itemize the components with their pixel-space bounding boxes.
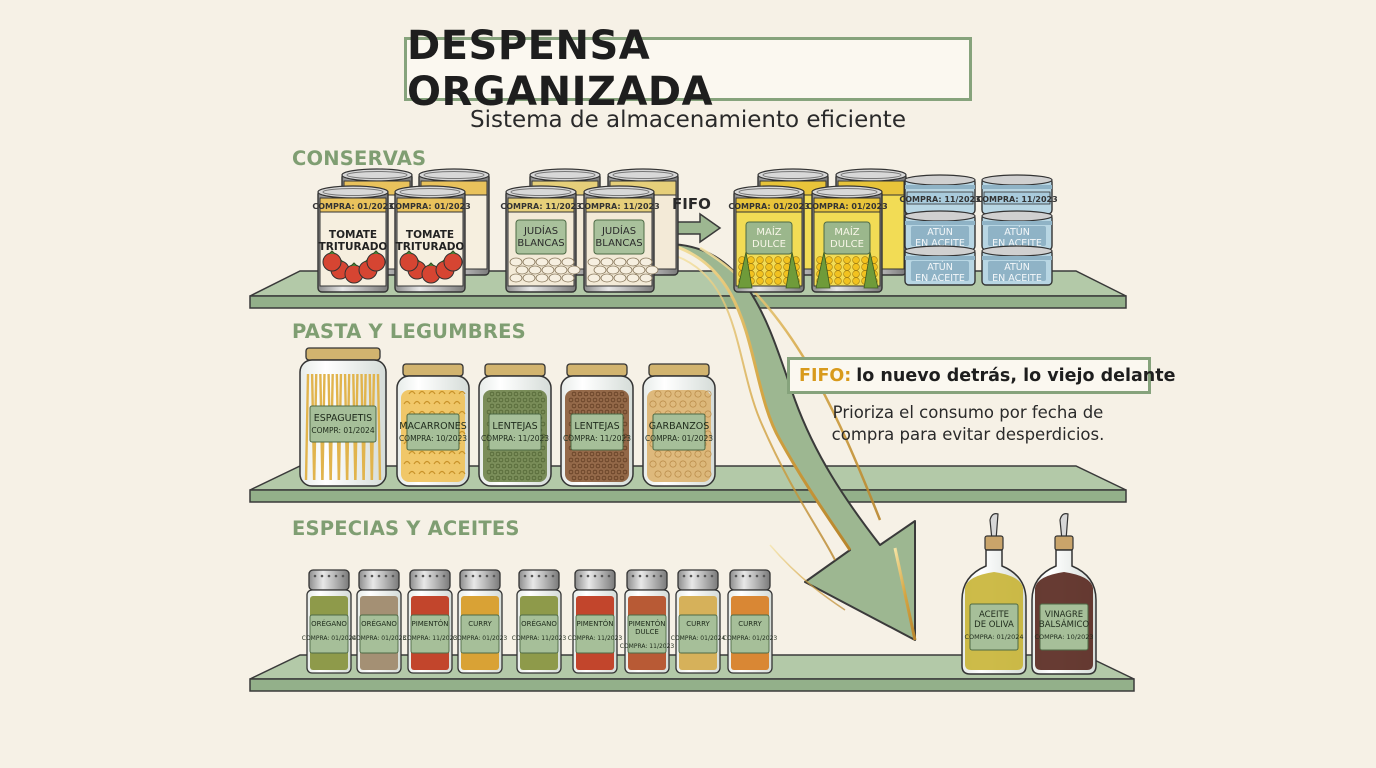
spice-product-label: ORÉGANO bbox=[311, 619, 347, 628]
spice-jar: ORÉGANO COMPRA: 01/2024 bbox=[302, 569, 357, 674]
spice-purchase-date: COMPRA: 11/2023 bbox=[512, 635, 567, 642]
fifo-callout-prefix: FIFO: bbox=[799, 365, 852, 386]
jar-purchase-date: COMPRA: 11/2023 bbox=[481, 434, 549, 443]
spice-product-label: CURRY bbox=[738, 620, 762, 628]
jar-purchase-date: COMPRA: 11/2023 bbox=[563, 434, 631, 443]
jar: LENTEJAS COMPRA: 11/2023 bbox=[560, 363, 634, 487]
jar-purchase-date: COMPR: 01/2024 bbox=[311, 426, 374, 435]
can-purchase-date: COMPRA: 01/2023 bbox=[389, 202, 470, 211]
jar-product-label: GARBANZOS bbox=[649, 421, 710, 432]
fifo-callout-text: lo nuevo detrás, lo viejo delante bbox=[856, 365, 1176, 386]
jar-product-label: MACARRONES bbox=[399, 421, 466, 432]
jar-product-label: LENTEJAS bbox=[492, 421, 537, 432]
fifo-callout: FIFO: lo nuevo detrás, lo viejo delante bbox=[787, 357, 1175, 394]
spice-product-label: ORÉGANO bbox=[361, 619, 397, 628]
can-purchase-date: COMPRA: 01/2023 bbox=[806, 202, 887, 211]
fifo-description-line: compra para evitar desperdicios. bbox=[831, 425, 1105, 444]
fifo-description-line: Prioriza el consumo por fecha de bbox=[832, 403, 1104, 422]
spice-product-label: CURRY bbox=[468, 620, 492, 628]
spice-product-label: PIMENTÓN bbox=[576, 619, 613, 628]
can-purchase-date: COMPRA: 11/2023 bbox=[578, 202, 659, 211]
shelf-front bbox=[249, 489, 1127, 503]
spice-purchase-date: COMPRA: 11/2023 bbox=[568, 635, 623, 642]
spice-jar: PIMENTÓN COMPRA: 11/2023 bbox=[568, 569, 623, 674]
jar-product-label: LENTEJAS bbox=[574, 421, 619, 432]
jar: GARBANZOS COMPRA: 01/2023 bbox=[642, 363, 716, 487]
section-heading-conservas: CONSERVAS bbox=[292, 147, 427, 170]
jar: MACARRONES COMPRA: 10/2023 bbox=[396, 363, 470, 487]
spice-jar: CURRY COMPRA: 01/2023 bbox=[453, 569, 508, 674]
section-heading-pasta: PASTA Y LEGUMBRES bbox=[292, 320, 526, 343]
spice-jar: CURRY COMPRA: 01/2024 bbox=[671, 569, 726, 674]
jar: LENTEJAS COMPRA: 11/2023 bbox=[478, 363, 552, 487]
spice-purchase-date: COMPRA: 11/2023 bbox=[620, 643, 675, 650]
spice-jar: CURRY COMPRA: 01/2023 bbox=[723, 569, 778, 674]
jar: ESPAGUETIS COMPR: 01/2024 bbox=[299, 347, 387, 487]
jar-purchase-date: COMPRA: 01/2023 bbox=[645, 434, 713, 443]
can-purchase-date: COMPRA: 11/2023 bbox=[500, 202, 581, 211]
page-title: DESPENSA ORGANIZADA bbox=[407, 23, 714, 115]
spice-product-label: ORÉGANO bbox=[521, 619, 557, 628]
shelf-front bbox=[249, 295, 1127, 309]
spice-purchase-date: COMPRA: 11/2023 bbox=[403, 635, 458, 642]
can-purchase-date: COMPRA: 01/2023 bbox=[312, 202, 393, 211]
jar-product-label: ESPAGUETIS bbox=[314, 413, 372, 424]
spice-purchase-date: COMPRA: 01/2023 bbox=[723, 635, 778, 642]
fifo-arrow-label: FIFO bbox=[672, 195, 711, 213]
spice-product-label: CURRY bbox=[686, 620, 710, 628]
section-heading-especias: ESPECIAS Y ACEITES bbox=[292, 517, 520, 540]
spice-jar: PIMENTÓN COMPRA: 11/2023 bbox=[403, 569, 458, 674]
spice-jar: ORÉGANO COMPRA: 11/2023 bbox=[512, 569, 567, 674]
spice-purchase-date: COMPRA: 01/2023 bbox=[352, 635, 407, 642]
page-subtitle: Sistema de almacenamiento eficiente bbox=[470, 107, 906, 133]
jar-purchase-date: COMPRA: 10/2023 bbox=[399, 434, 467, 443]
bottle-purchase-date: COMPRA: 10/2023 bbox=[1034, 633, 1093, 641]
bottle-purchase-date: COMPRA: 01/2024 bbox=[964, 633, 1023, 641]
shelf-front bbox=[249, 678, 1135, 692]
spice-purchase-date: COMPRA: 01/2024 bbox=[302, 635, 357, 642]
can-purchase-date: COMPRA: 11/2023 bbox=[976, 195, 1057, 204]
can-purchase-date: COMPRA: 11/2023 bbox=[899, 195, 980, 204]
spice-purchase-date: COMPRA: 01/2024 bbox=[671, 635, 726, 642]
fifo-description: Prioriza el consumo por fecha de compra … bbox=[780, 402, 1156, 446]
spice-product-label: PIMENTÓN bbox=[411, 619, 448, 628]
spice-purchase-date: COMPRA: 01/2023 bbox=[453, 635, 508, 642]
spice-jar: ORÉGANO COMPRA: 01/2023 bbox=[352, 569, 407, 674]
title-box: DESPENSA ORGANIZADA bbox=[404, 23, 972, 115]
can-purchase-date: COMPRA: 01/2023 bbox=[728, 202, 809, 211]
